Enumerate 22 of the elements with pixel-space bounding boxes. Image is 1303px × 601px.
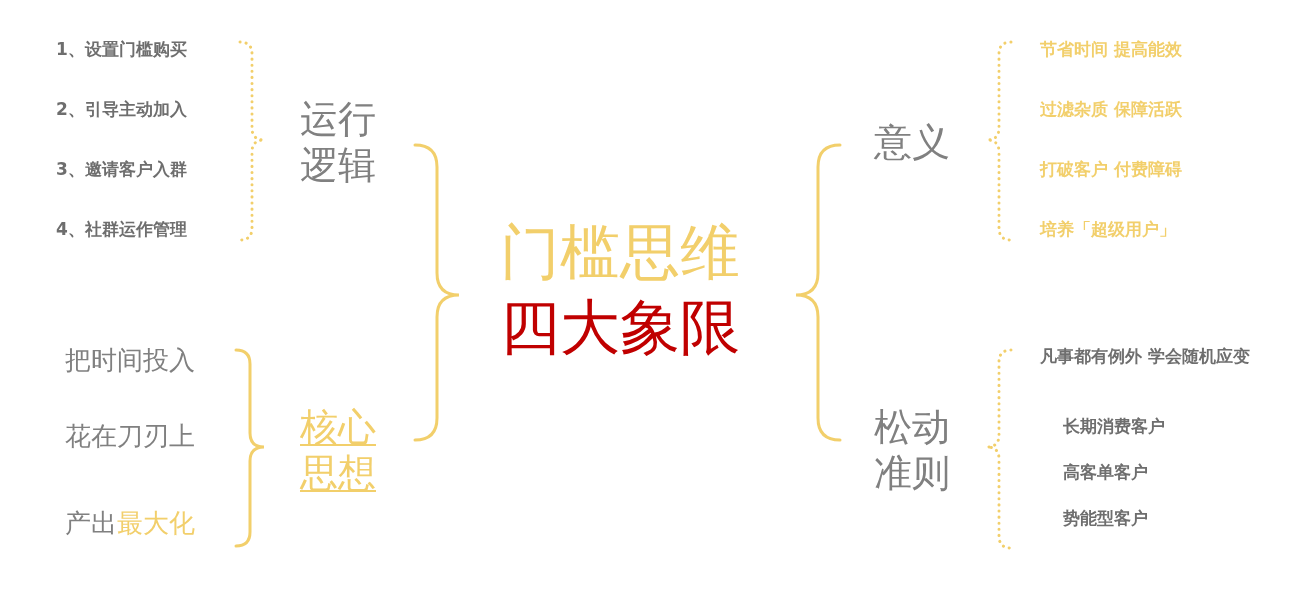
list-item: 打破客户 付费障碍 — [1040, 159, 1182, 180]
branch-heading: 运行逻辑 — [300, 96, 377, 189]
list-item: 1、设置门槛购买 — [56, 39, 187, 60]
list-item: 3、邀请客户入群 — [56, 159, 187, 180]
list-item: 长期消费客户 — [1063, 416, 1165, 437]
center-title: 门槛思维 — [500, 216, 740, 289]
list-item: 培养「超级用户」 — [1040, 219, 1176, 240]
list-item: 节省时间 提高能效 — [1040, 39, 1182, 60]
center-subtitle: 四大象限 — [500, 291, 740, 364]
list-item: 过滤杂质 保障活跃 — [1040, 99, 1182, 120]
list-item: 高客单客户 — [1063, 462, 1148, 483]
list-item: 凡事都有例外 学会随机应变 — [1040, 346, 1250, 367]
highlighted-text: 最大化 — [117, 508, 195, 540]
list-item: 2、引导主动加入 — [56, 99, 187, 120]
list-item: 产出 — [65, 508, 117, 540]
branch-heading: 松动准则 — [874, 404, 951, 497]
list-item: 势能型客户 — [1063, 508, 1148, 529]
list-item: 把时间投入 — [65, 345, 195, 377]
branch-heading: 意义 — [874, 120, 950, 166]
list-item: 花在刀刃上 — [65, 421, 195, 453]
branch-heading: 核心思想 — [300, 404, 377, 497]
list-item: 4、社群运作管理 — [56, 219, 187, 240]
